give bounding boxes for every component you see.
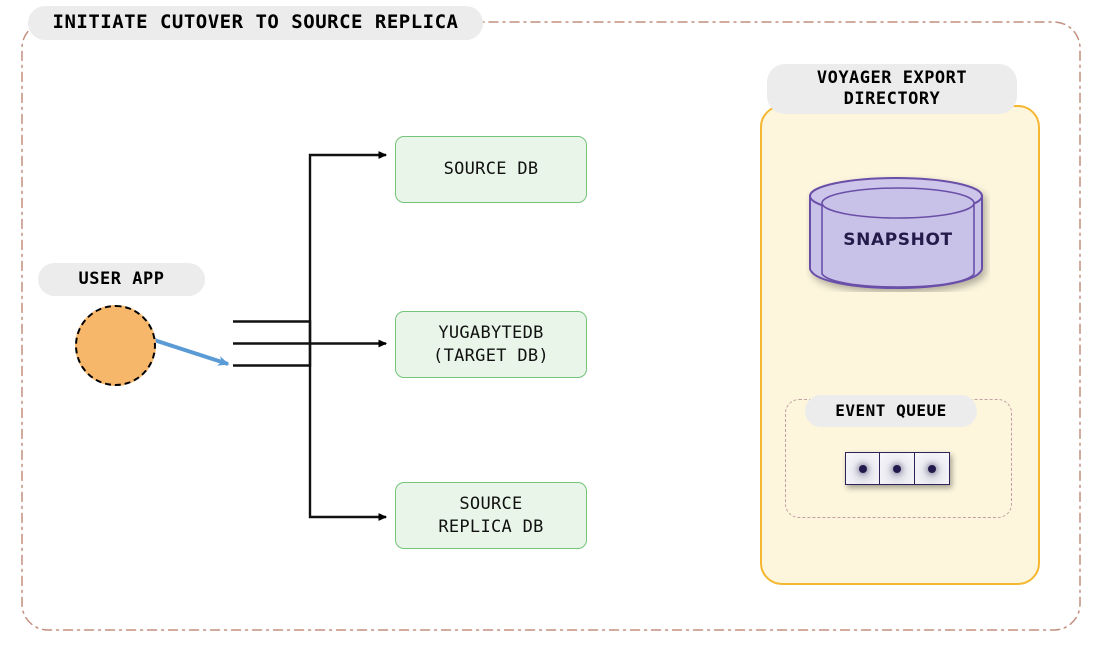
connector-to-source-db [233, 151, 388, 367]
voyager-export-directory-label: VOYAGER EXPORT DIRECTORY [767, 64, 1017, 114]
event-dot-icon [859, 464, 867, 473]
event-queue-cell[interactable] [913, 452, 950, 485]
event-queue-cells[interactable] [845, 452, 950, 485]
page-title: INITIATE CUTOVER TO SOURCE REPLICA [28, 6, 483, 40]
active-connector-user-app-to-target [153, 338, 230, 366]
snapshot-label: SNAPSHOT [843, 230, 953, 250]
event-queue-cell[interactable] [879, 452, 916, 485]
user-app-label: USER APP [38, 263, 205, 296]
source-replica-db-node[interactable]: SOURCE REPLICA DB [395, 482, 587, 549]
event-dot-icon [893, 464, 902, 473]
event-queue-label: EVENT QUEUE [805, 395, 977, 427]
event-dot-icon [927, 464, 936, 473]
user-app-node[interactable] [75, 305, 156, 386]
source-db-node[interactable]: SOURCE DB [395, 136, 587, 203]
target-db-node[interactable]: YUGABYTEDB (TARGET DB) [395, 311, 587, 378]
connector-to-replica-db [233, 320, 388, 521]
event-queue-cell[interactable] [845, 452, 881, 485]
